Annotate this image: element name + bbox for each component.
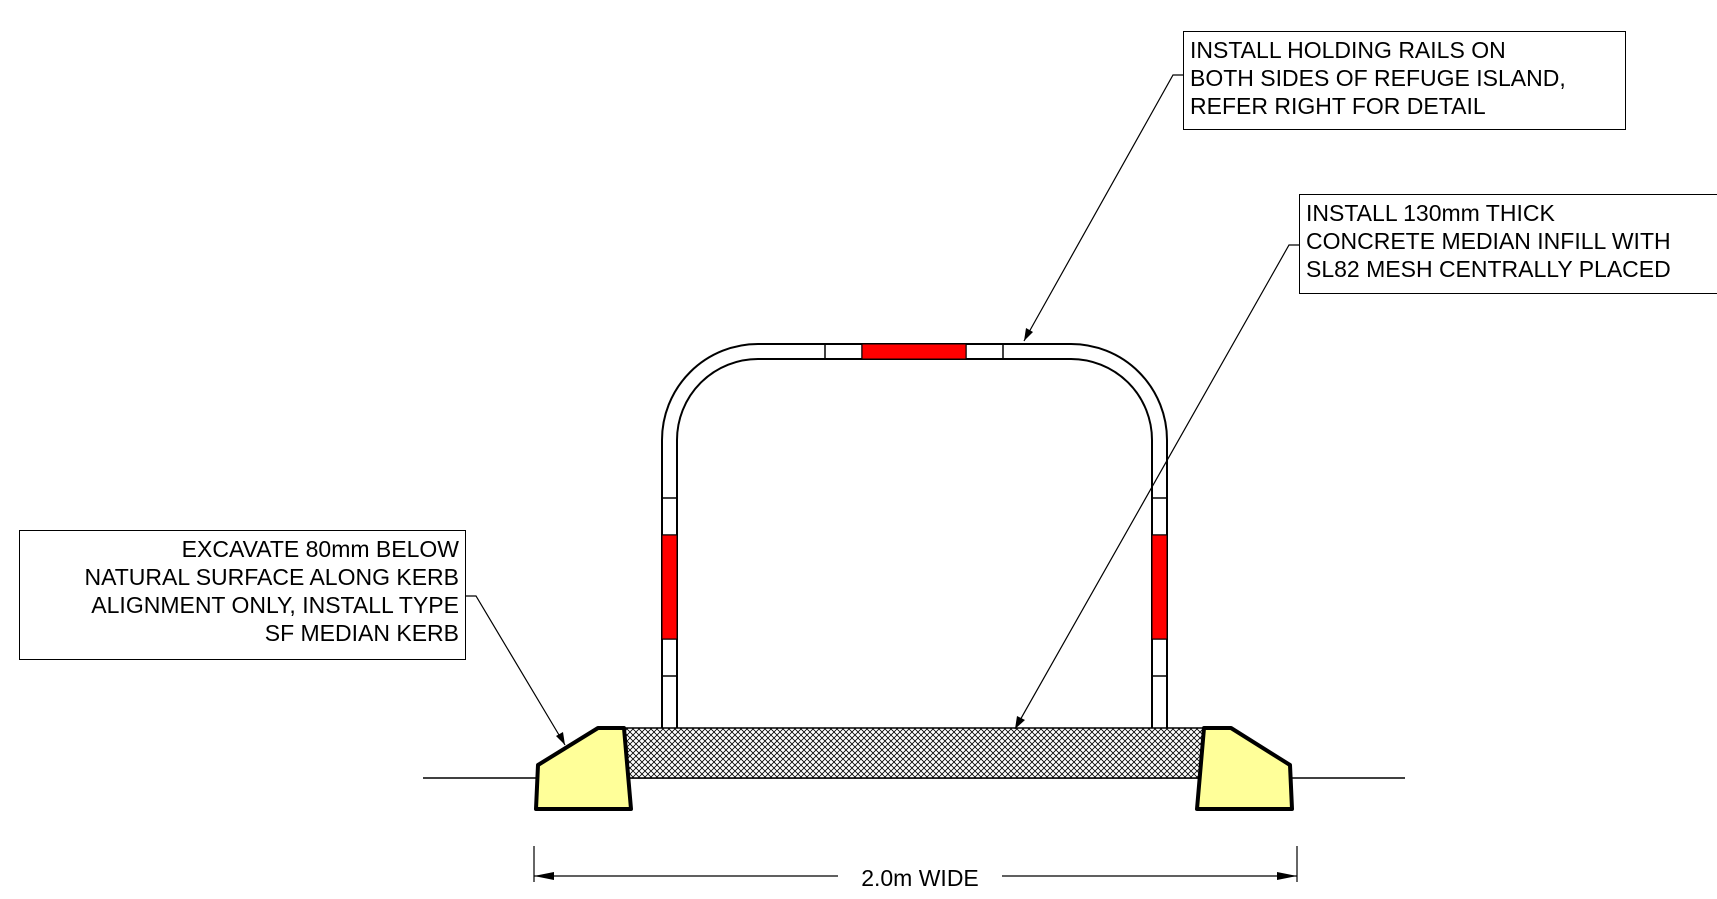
leader-line-kerb [466,595,566,746]
holding-rail-inner [676,358,1153,728]
leader-line-holding-rails [1023,74,1183,342]
note-line: REFER RIGHT FOR DETAIL [1190,93,1486,119]
note-line: SL82 MESH CENTRALLY PLACED [1306,256,1671,282]
note-line: ALIGNMENT ONLY, INSTALL TYPE [91,592,459,618]
rail-red-band-left [661,534,678,640]
note-line: BOTH SIDES OF REFUGE ISLAND, [1190,65,1566,91]
leader-arrowhead-kerb [556,732,565,745]
note-line: SF MEDIAN KERB [264,620,459,646]
concrete-median-infill [623,727,1207,779]
note-line: INSTALL HOLDING RAILS ON [1190,37,1506,63]
holding-rail-outer [661,343,1168,728]
dimension-arrowhead-left [534,872,554,880]
rail-red-band-top [861,343,967,360]
note-line: NATURAL SURFACE ALONG KERB [84,564,459,590]
note-line: INSTALL 130mm THICK [1306,200,1555,226]
note-holding-rails: INSTALL HOLDING RAILS ON BOTH SIDES OF R… [1183,31,1626,130]
leader-line-median-infill [1014,244,1299,730]
leader-arrowhead-median-infill [1015,716,1025,729]
dimension-label: 2.0m WIDE [838,863,1002,893]
dimension-arrowhead-right [1277,872,1297,880]
median-kerb-right [1195,726,1294,811]
note-median-infill: INSTALL 130mm THICK CONCRETE MEDIAN INFI… [1299,194,1717,294]
leader-arrowhead-holding-rails [1024,328,1033,341]
rail-red-band-right [1151,534,1168,640]
note-line: CONCRETE MEDIAN INFILL WITH [1306,228,1671,254]
note-kerb-excavation: EXCAVATE 80mm BELOW NATURAL SURFACE ALON… [19,530,466,660]
median-kerb-left [534,726,633,811]
note-line: EXCAVATE 80mm BELOW [181,536,459,562]
